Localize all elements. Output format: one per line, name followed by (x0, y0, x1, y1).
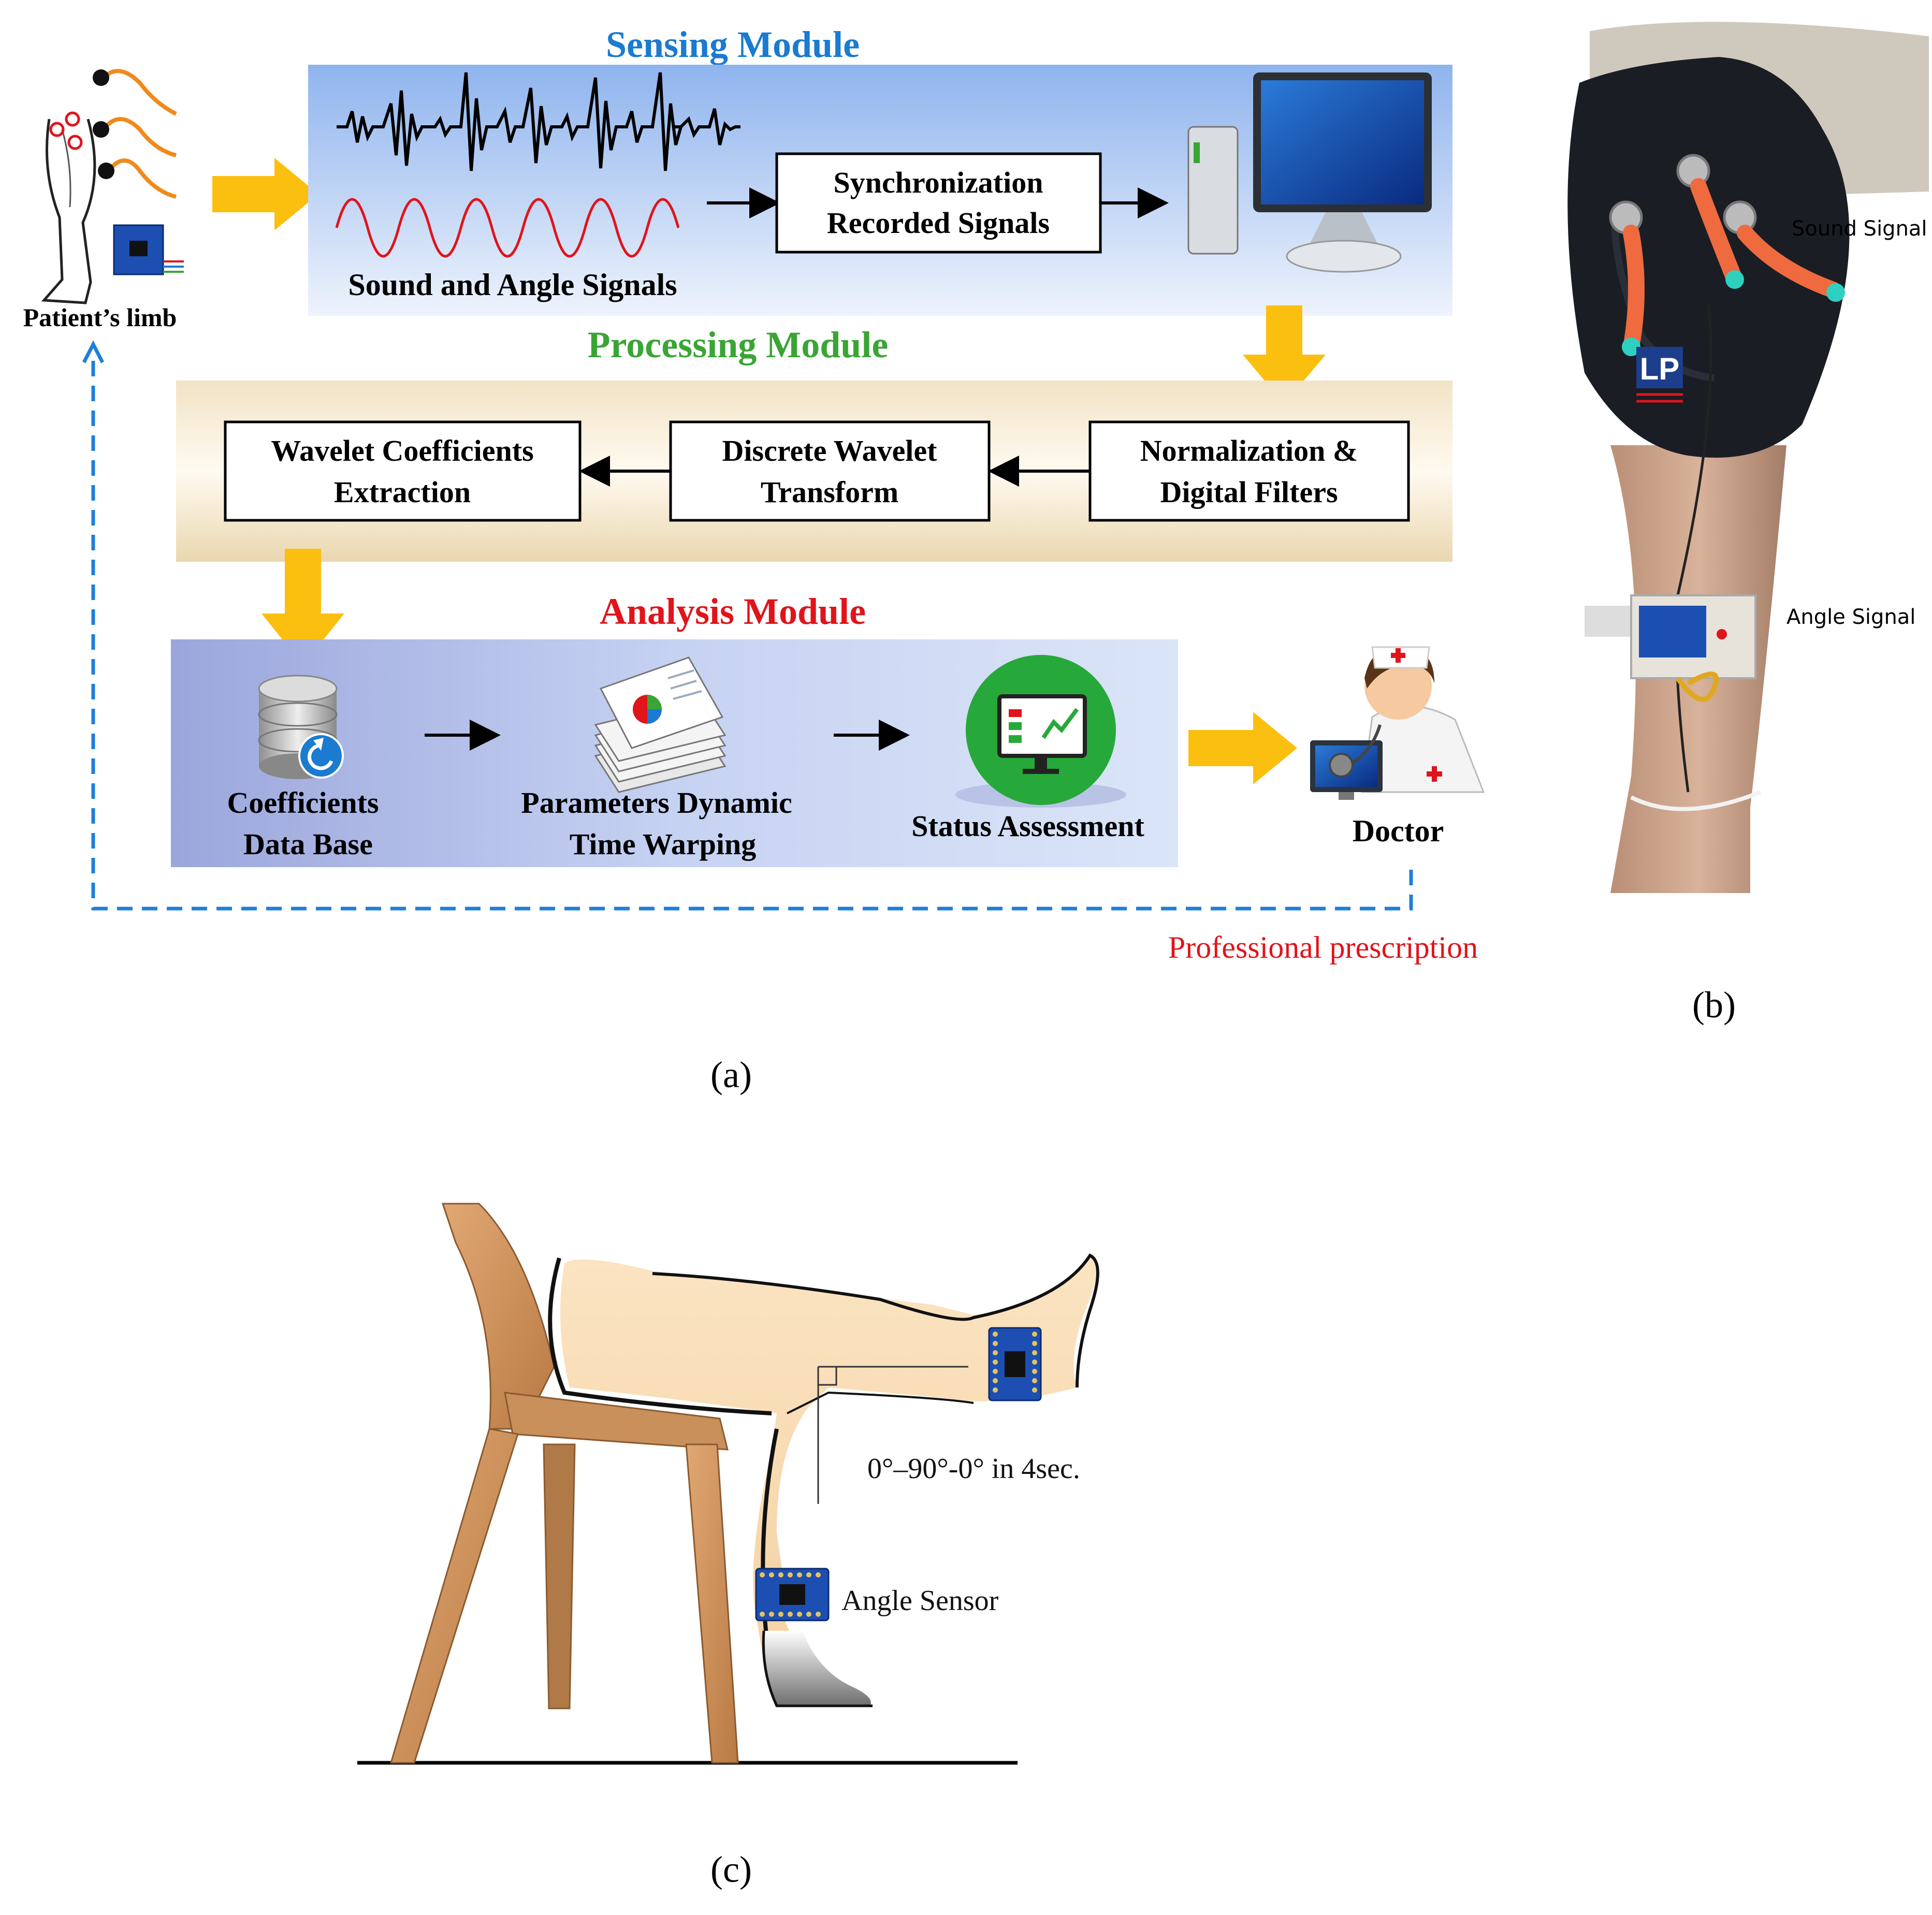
prescription-label: Professional prescription (1168, 930, 1478, 964)
angle-sine-wave (335, 198, 680, 258)
documents-icon (594, 656, 727, 793)
signals-label: Sound and Angle Signals (348, 268, 677, 302)
normalization-line1: Normalization & (1140, 434, 1358, 467)
feedback-dashed-line (91, 357, 1413, 911)
panel-c-caption: (c) (710, 1849, 752, 1890)
sync-box (775, 152, 1102, 254)
patient-limb-label: Patient’s limb (23, 303, 177, 332)
pdtw-line2: Time Warping (570, 827, 756, 861)
doctor-label: Doctor (1353, 814, 1444, 848)
dwt-line2: Transform (761, 475, 898, 509)
computer-icon (1187, 72, 1432, 273)
wavelet-coefficients-box (224, 420, 582, 522)
arrow-processing-to-analysis (262, 549, 344, 665)
sync-line1: Synchronization (833, 166, 1043, 199)
dwt-line1: Discrete Wavelet (722, 434, 938, 467)
analysis-module-title: Analysis Module (600, 591, 866, 632)
panel-b-caption: (b) (1692, 984, 1736, 1026)
angle-sensor-label: Angle Sensor (841, 1585, 999, 1617)
sensor-chip-shin (755, 1568, 830, 1621)
wavelet-coefficients-line1: Wavelet Coefficients (271, 434, 533, 467)
sync-line2: Recorded Signals (827, 206, 1050, 240)
brace-logo: LP (1640, 352, 1680, 386)
dwt-box (669, 420, 991, 522)
processing-module-title: Processing Module (588, 324, 889, 366)
arrow-limb-to-sensing (212, 158, 318, 230)
status-assessment-label: Status Assessment (911, 809, 1144, 843)
wavelet-coefficients-line2: Extraction (334, 475, 471, 509)
knee-photo: LP (1567, 22, 1929, 893)
panel-a-caption: (a) (710, 1054, 752, 1095)
database-line2: Data Base (243, 827, 373, 861)
chair (389, 1203, 739, 1764)
status-monitor-icon (955, 655, 1126, 808)
feedback-arrowhead (82, 340, 105, 363)
sensor-chip-ankle (988, 1327, 1042, 1401)
database-line1: Coefficients (227, 786, 379, 820)
database-icon (258, 675, 344, 779)
motion-range-label: 0°–90°-0° in 4sec. (867, 1453, 1080, 1485)
pdtw-line1: Parameters Dynamic (521, 786, 792, 820)
arrow-sensing-to-processing (1243, 305, 1326, 404)
sound-signal-label: Sound Signal (1792, 217, 1927, 241)
sensing-module-title: Sensing Module (606, 24, 860, 65)
sound-waveform (337, 72, 740, 171)
patient-limb-icon (41, 69, 184, 304)
normalization-line2: Digital Filters (1160, 475, 1338, 509)
doctor-icon (1310, 646, 1485, 800)
angle-signal-label: Angle Signal (1786, 605, 1915, 629)
arrow-analysis-to-doctor (1188, 712, 1297, 784)
